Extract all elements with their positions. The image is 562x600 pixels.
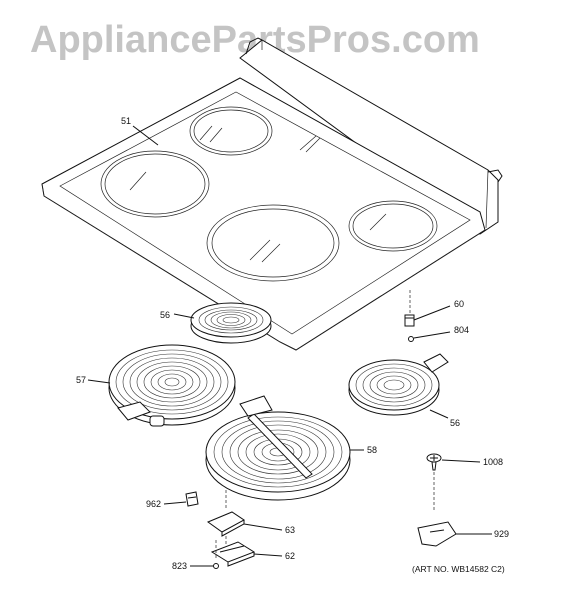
surface-element-57 [108, 344, 236, 427]
clip-60 [404, 290, 415, 327]
screw-823 [213, 540, 219, 569]
callout-962: 962 [146, 499, 161, 509]
screw-1008 [426, 453, 442, 510]
art-number: (ART NO. WB14582 C2) [412, 564, 505, 574]
callout-56-right: 56 [450, 418, 460, 428]
screw-804 [408, 336, 414, 342]
surface-element-56-rear [190, 302, 272, 344]
surface-element-56-right [348, 353, 449, 416]
callout-51: 51 [121, 116, 131, 126]
callout-60: 60 [454, 299, 464, 309]
callout-1008: 1008 [483, 457, 503, 467]
surface-element-58 [205, 395, 351, 501]
callout-57: 57 [76, 375, 86, 385]
callout-56-rear: 56 [160, 310, 170, 320]
bracket-63 [206, 490, 245, 537]
cooktop-glass-51 [41, 37, 503, 351]
callout-804: 804 [454, 325, 469, 335]
callout-929: 929 [494, 529, 509, 539]
clip-962 [185, 491, 199, 507]
bracket-62 [210, 536, 256, 567]
callout-823: 823 [172, 561, 187, 571]
callout-58: 58 [367, 445, 377, 455]
callout-62: 62 [285, 551, 295, 561]
bracket-929 [417, 521, 457, 547]
callout-63: 63 [285, 525, 295, 535]
